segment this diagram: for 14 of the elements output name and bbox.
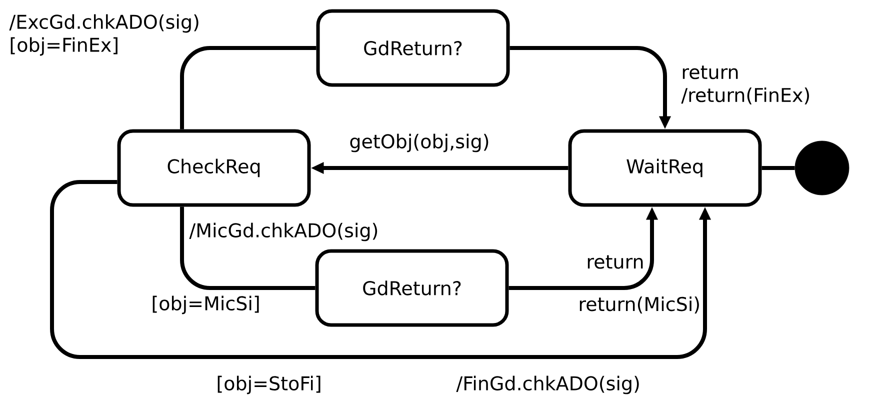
initial-state-dot xyxy=(794,140,850,196)
transition-text: return(MicSi) xyxy=(580,296,699,314)
state-box: CheckReq xyxy=(117,129,311,207)
transition-text: /FinGd.chkADO(sig) xyxy=(456,376,639,394)
edge-label: [obj=StoFi] xyxy=(218,376,320,394)
state-box: GdReturn? xyxy=(315,249,509,327)
edge-label: return xyxy=(588,255,643,269)
edge-label: /MicGd.chkADO(sig) xyxy=(189,222,378,242)
state-box: WaitReq xyxy=(568,129,762,207)
state-box: GdReturn? xyxy=(316,9,510,87)
edge-label: getObj(obj,sig) xyxy=(350,134,488,152)
edge-label: return /return(FinEx) xyxy=(681,66,809,104)
transition-text: [obj=MicSi] xyxy=(152,296,259,314)
edge-label: /ExcGd.chkADO(sig) [obj=FinEx] xyxy=(9,14,198,56)
